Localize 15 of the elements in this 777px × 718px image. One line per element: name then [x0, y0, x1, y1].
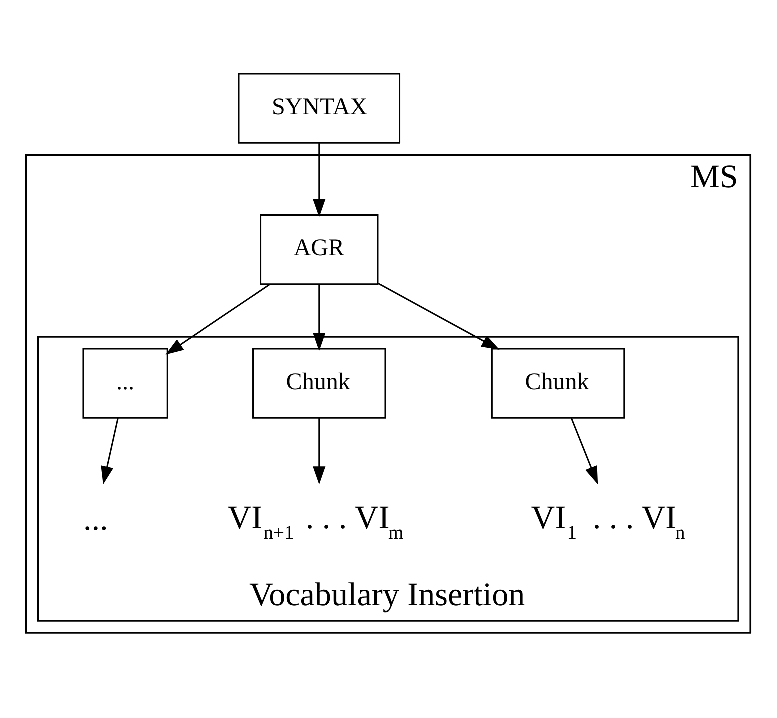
node-text: VI$_{n+1}$ . . . VI$_{m}$: [228, 500, 404, 544]
node-text: ...: [83, 502, 108, 538]
node-box: Chunk: [491, 348, 626, 418]
arrow: [101, 418, 119, 484]
arrow: [313, 284, 326, 351]
arrow: [313, 143, 326, 217]
arrow: [166, 284, 270, 354]
node-text: VI$_{1}$ . . . VI$_{n}$: [531, 500, 686, 544]
node-box: AGR: [260, 214, 379, 285]
node-box: ...: [82, 348, 168, 418]
arrow: [313, 418, 326, 484]
arrow: [378, 282, 500, 350]
node-box: Chunk: [252, 348, 386, 418]
node-box: SYNTAX: [238, 72, 401, 144]
arrow: [570, 418, 598, 484]
